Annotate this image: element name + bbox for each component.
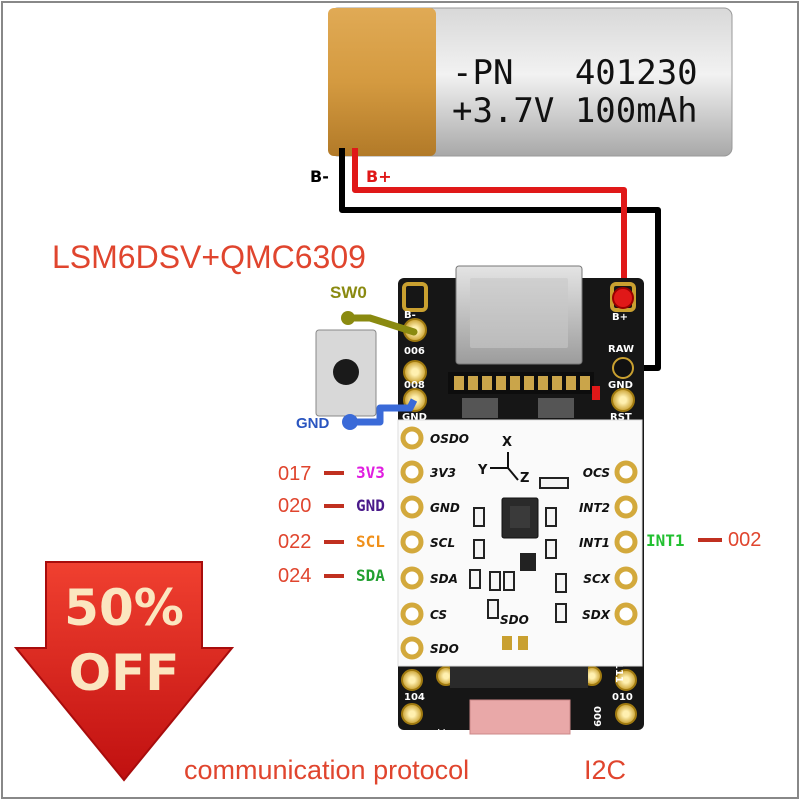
footer-protocol-value: I2C: [584, 755, 626, 785]
battery-tape: [328, 8, 436, 156]
switch-label: SW0: [330, 283, 367, 302]
pin-label-sda: SDA: [430, 572, 458, 586]
pad-label-gnd-right: GND: [608, 380, 633, 391]
right-pads: B+ RAW GND RST: [608, 282, 636, 423]
pad-label-gnd-left: GND: [402, 412, 427, 423]
conn-num-020: 020: [278, 495, 312, 517]
conn-name-gnd: GND: [356, 496, 385, 515]
switch-wire-sw0: [344, 314, 418, 336]
switch-wire-gnd: [350, 398, 418, 426]
pad-label-006: 006: [404, 346, 425, 357]
sdo-jumper-right: [518, 636, 528, 650]
battery-pos-label: B+: [366, 167, 392, 186]
pin-label-cs: CS: [430, 608, 447, 622]
pad-label-009: 009: [591, 706, 602, 727]
pad-label-bminus: B-: [404, 310, 416, 321]
pad-label-104: 104: [404, 692, 425, 703]
battery: -PN 401230 +3.7V 100mAh: [328, 7, 733, 157]
discount-off: OFF: [69, 644, 180, 702]
discount-percent: 50%: [64, 579, 184, 637]
sensor-module: OSDO 3V3 GND SCL SDA CS SDO OCS INT2 INT…: [397, 419, 643, 667]
sensor-right-pins: OCS INT2 INT1 SCX SDX: [579, 460, 638, 626]
pin-label-ocs: OCS: [583, 466, 610, 480]
sdo-jumper-left: [502, 636, 512, 650]
pin-label-gnd: GND: [430, 501, 460, 515]
conn-num-022: 022: [278, 531, 312, 553]
battery-text-line2: +3.7V 100mAh: [452, 91, 698, 131]
tactile-switch: SW0 GND: [296, 283, 418, 432]
conn-name-scl: SCL: [356, 532, 385, 551]
axis-y-label: Y: [477, 463, 488, 478]
smd-passives: [469, 477, 569, 623]
axis-x-label: X: [502, 435, 512, 450]
sensor-left-pins: OSDO 3V3 GND SCL SDA CS SDO: [400, 426, 469, 660]
battery-text-line1: -PN 401230: [452, 53, 698, 93]
conn-num-017: 017: [278, 463, 312, 485]
wire-negative: [339, 148, 661, 371]
pin-label-scx: SCX: [583, 572, 610, 586]
conn-num-002: 002: [728, 529, 762, 551]
smd-pad-row: [448, 372, 600, 418]
conn-name-int1: INT1: [646, 531, 685, 550]
pad-bplus-solder: [612, 287, 634, 309]
bottom-connector: [469, 699, 571, 735]
pad-raw-solder: [612, 357, 634, 379]
center-sdo-label: SDO: [500, 613, 529, 627]
battery-neg-label: B-: [310, 167, 329, 186]
bottom-pads: 104 106 111 010 009: [401, 662, 637, 749]
pad-label-raw: RAW: [608, 344, 634, 355]
pad-label-008: 008: [404, 380, 425, 391]
sensor-board: [397, 419, 643, 667]
conn-name-sda: SDA: [356, 566, 385, 585]
axis-z-label: Z: [520, 471, 529, 486]
pin-label-sdo: SDO: [430, 642, 459, 656]
mag-chip: [520, 553, 536, 571]
battery-wires: B- B+: [310, 148, 661, 371]
pin-label-scl: SCL: [430, 536, 455, 550]
switch-button: [333, 359, 359, 385]
pad-label-106: 106: [435, 728, 446, 749]
pad-label-111: 111: [613, 662, 624, 683]
discount-badge: 50% OFF: [13, 561, 235, 782]
pin-label-osdo: OSDO: [430, 432, 469, 446]
axis-indicator: [490, 452, 519, 481]
bottom-component-strip: [450, 664, 588, 688]
discount-arrow: [13, 561, 235, 782]
diagram-title: LSM6DSV+QMC6309: [52, 239, 366, 275]
conn-name-3v3: 3V3: [356, 463, 385, 482]
pin-label-int2: INT2: [579, 501, 610, 515]
switch-gnd-label: GND: [296, 415, 330, 432]
footer-protocol-label: communication protocol: [184, 755, 469, 785]
pad-label-010: 010: [612, 692, 633, 703]
conn-num-024: 024: [278, 565, 312, 587]
usb-shell: [470, 278, 568, 348]
pad-label-rst: RST: [610, 412, 632, 423]
pad-label-bplus: B+: [612, 312, 628, 323]
pin-label-sdx: SDX: [582, 608, 611, 622]
pin-label-3v3: 3V3: [430, 466, 456, 480]
pin-label-int1: INT1: [579, 536, 610, 550]
left-connection-lines: [324, 471, 722, 578]
wire-positive: [352, 148, 627, 300]
